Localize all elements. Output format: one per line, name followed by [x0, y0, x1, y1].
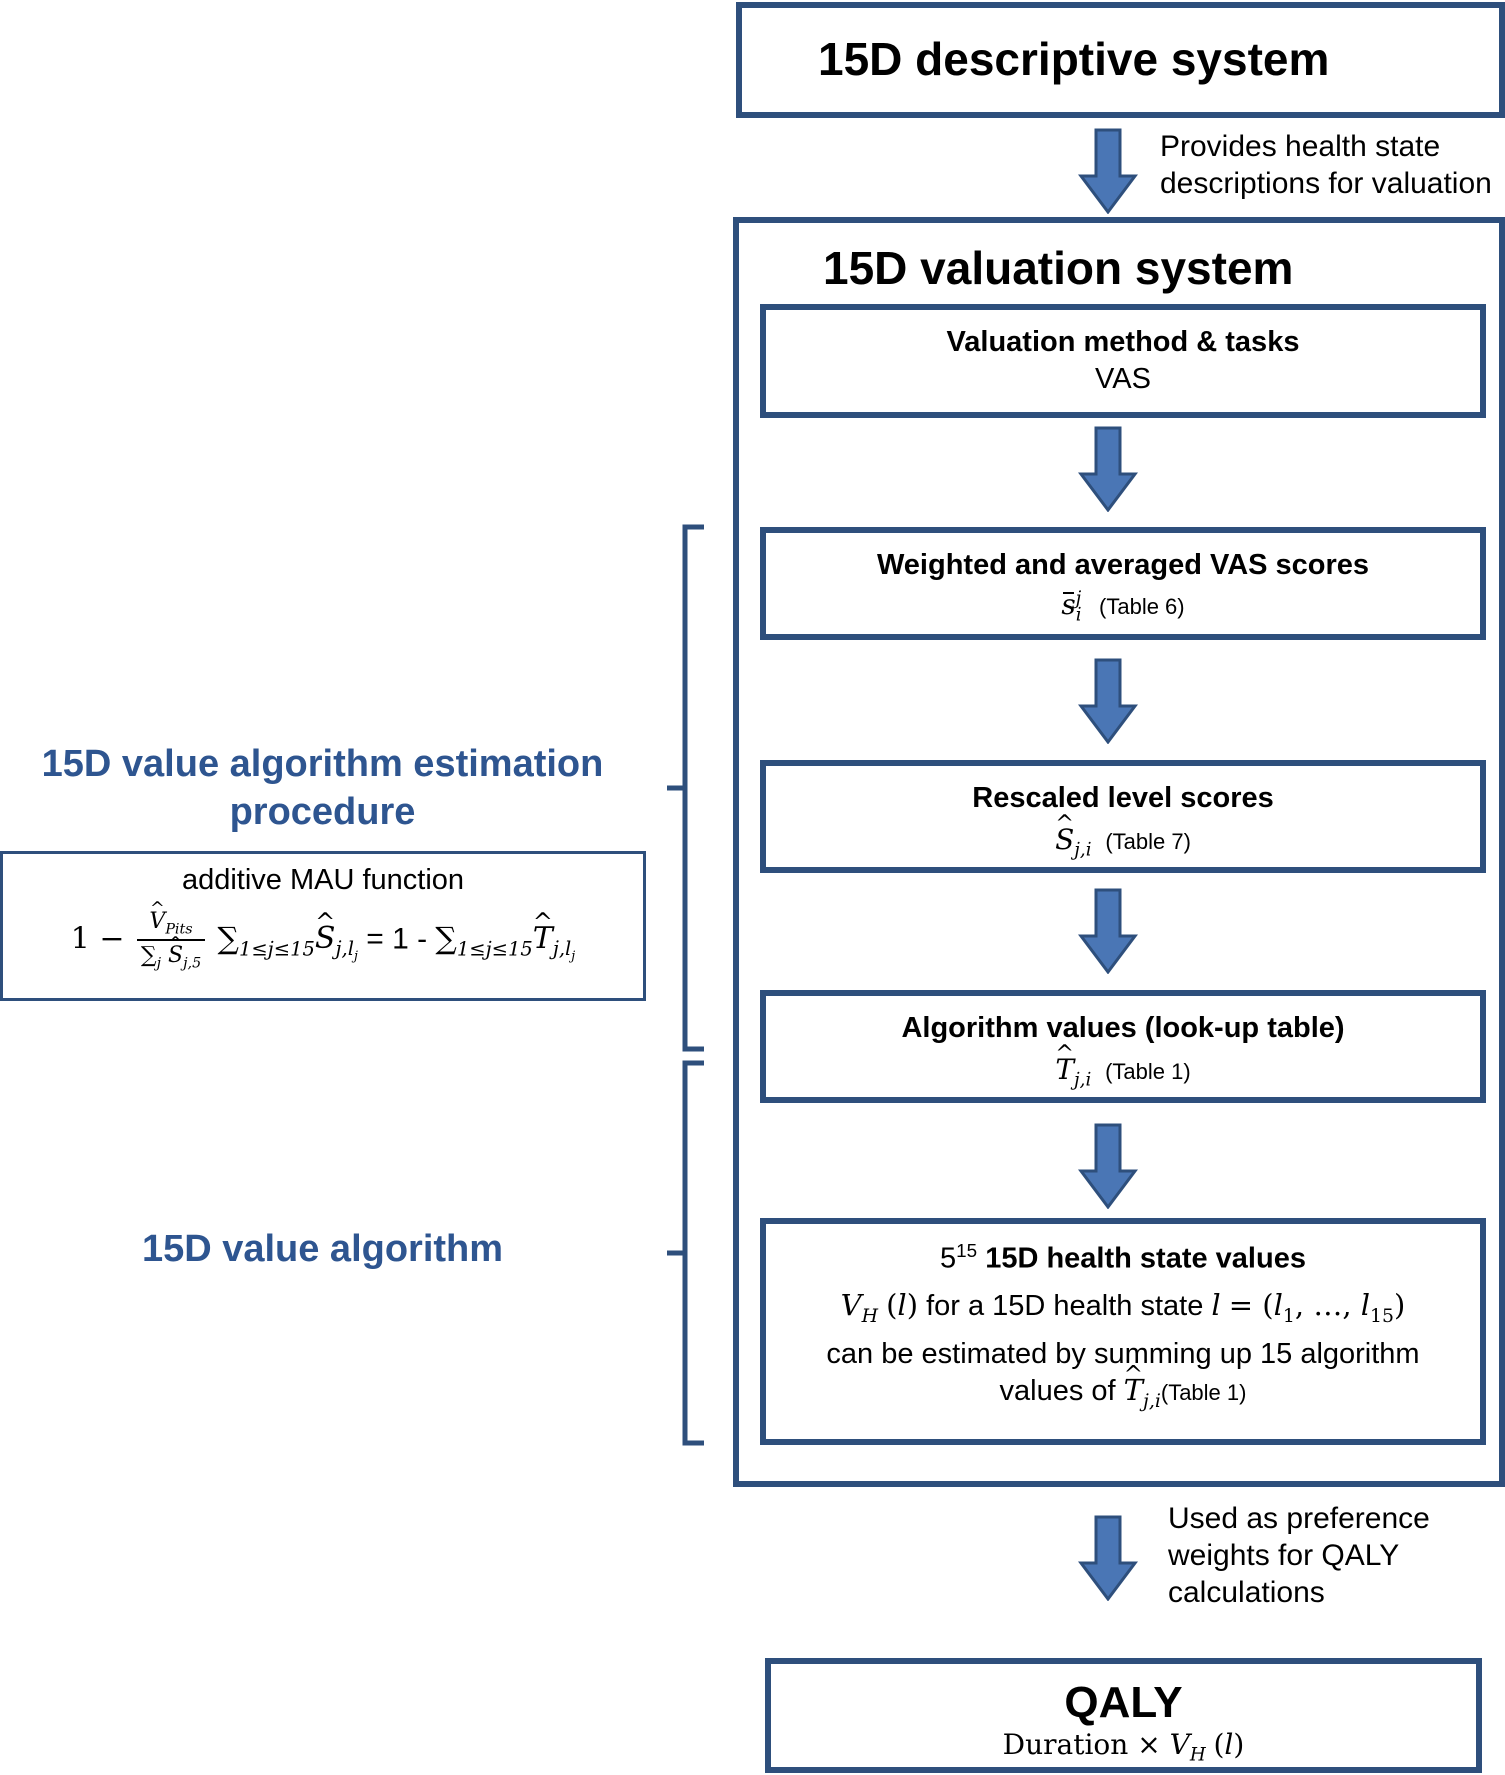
valuation-method-subtitle: VAS	[1095, 363, 1151, 395]
mau-function-box: additive MAU function 1 − VPits ∑j Sj,5 …	[0, 851, 646, 1001]
mau-function-label: additive MAU function	[181, 864, 465, 896]
rescaled-scores-formula: Sj,i (Table 7)	[766, 823, 1480, 861]
arrow-down-icon	[1078, 128, 1138, 214]
qaly-title: QALY	[1064, 1678, 1183, 1727]
health-state-line4: values of Tj,i(Table 1)	[766, 1373, 1480, 1412]
health-state-values-title: 515 15D health state values	[940, 1240, 1306, 1275]
weighted-vas-title: Weighted and averaged VAS scores	[876, 549, 1370, 581]
note-bottom-line3: calculations	[1168, 1576, 1325, 1609]
health-state-values-box: 515 15D health state values VH (l) for a…	[760, 1218, 1486, 1445]
algorithm-values-box: Algorithm values (look-up table) Tj,i (T…	[760, 990, 1486, 1103]
weighted-vas-ref: (Table 6)	[1099, 594, 1185, 620]
arrow-down-icon	[1078, 426, 1138, 512]
rescaled-scores-box: Rescaled level scores Sj,i (Table 7)	[760, 760, 1486, 873]
health-state-definition: VH (l) for a 15D health state l = (l1, ……	[840, 1287, 1406, 1327]
s-hat-symbol: S	[1055, 823, 1074, 856]
arrow-down-icon	[1078, 1515, 1138, 1601]
valuation-method-title: Valuation method & tasks	[946, 326, 1300, 358]
rescaled-scores-title: Rescaled level scores	[972, 782, 1274, 814]
descriptive-system-title: 15D descriptive system	[818, 33, 1330, 85]
valuation-method-box: Valuation method & tasks VAS	[760, 304, 1486, 418]
algorithm-values-formula: Tj,i (Table 1)	[766, 1053, 1480, 1091]
note-preference-weights: Used as preference weights for QALY calc…	[1168, 1500, 1430, 1611]
bracket-algorithm-icon	[667, 1060, 704, 1446]
qaly-box: QALY Duration × VH (l)	[765, 1658, 1482, 1773]
arrow-down-icon	[1078, 1123, 1138, 1209]
t-hat-symbol: T	[1055, 1053, 1074, 1086]
estimation-procedure-heading: 15D value algorithm estimation procedure	[41, 743, 604, 833]
note-top-line1: Provides health state	[1160, 130, 1441, 163]
weighted-vas-box: Weighted and averaged VAS scores sij (Ta…	[760, 527, 1486, 640]
arrow-down-icon	[1078, 888, 1138, 974]
s-bar-symbol: s	[1061, 588, 1076, 622]
bracket-estimation-icon	[667, 524, 704, 1052]
mau-function-formula: 1 − VPits ∑j Sj,5 ∑1≤j≤15Sj,lj = 1 - ∑1≤…	[3, 909, 643, 972]
arrow-down-icon	[1078, 658, 1138, 744]
weighted-vas-formula: sij (Table 6)	[1061, 588, 1185, 626]
valuation-system-title: 15D valuation system	[823, 242, 1294, 294]
qaly-formula: Duration × VH (l)	[1002, 1728, 1245, 1766]
descriptive-system-box: 15D descriptive system	[736, 2, 1505, 118]
value-algorithm-heading: 15D value algorithm	[141, 1228, 504, 1270]
note-bottom-line2: weights for QALY	[1168, 1539, 1400, 1572]
algorithm-values-title: Algorithm values (look-up table)	[901, 1012, 1345, 1044]
note-provides-descriptions: Provides health state descriptions for v…	[1160, 128, 1492, 202]
rescaled-scores-ref: (Table 7)	[1105, 829, 1191, 854]
note-top-line2: descriptions for valuation	[1160, 167, 1492, 200]
algorithm-values-ref: (Table 1)	[1105, 1059, 1191, 1084]
note-bottom-line1: Used as preference	[1168, 1502, 1430, 1535]
